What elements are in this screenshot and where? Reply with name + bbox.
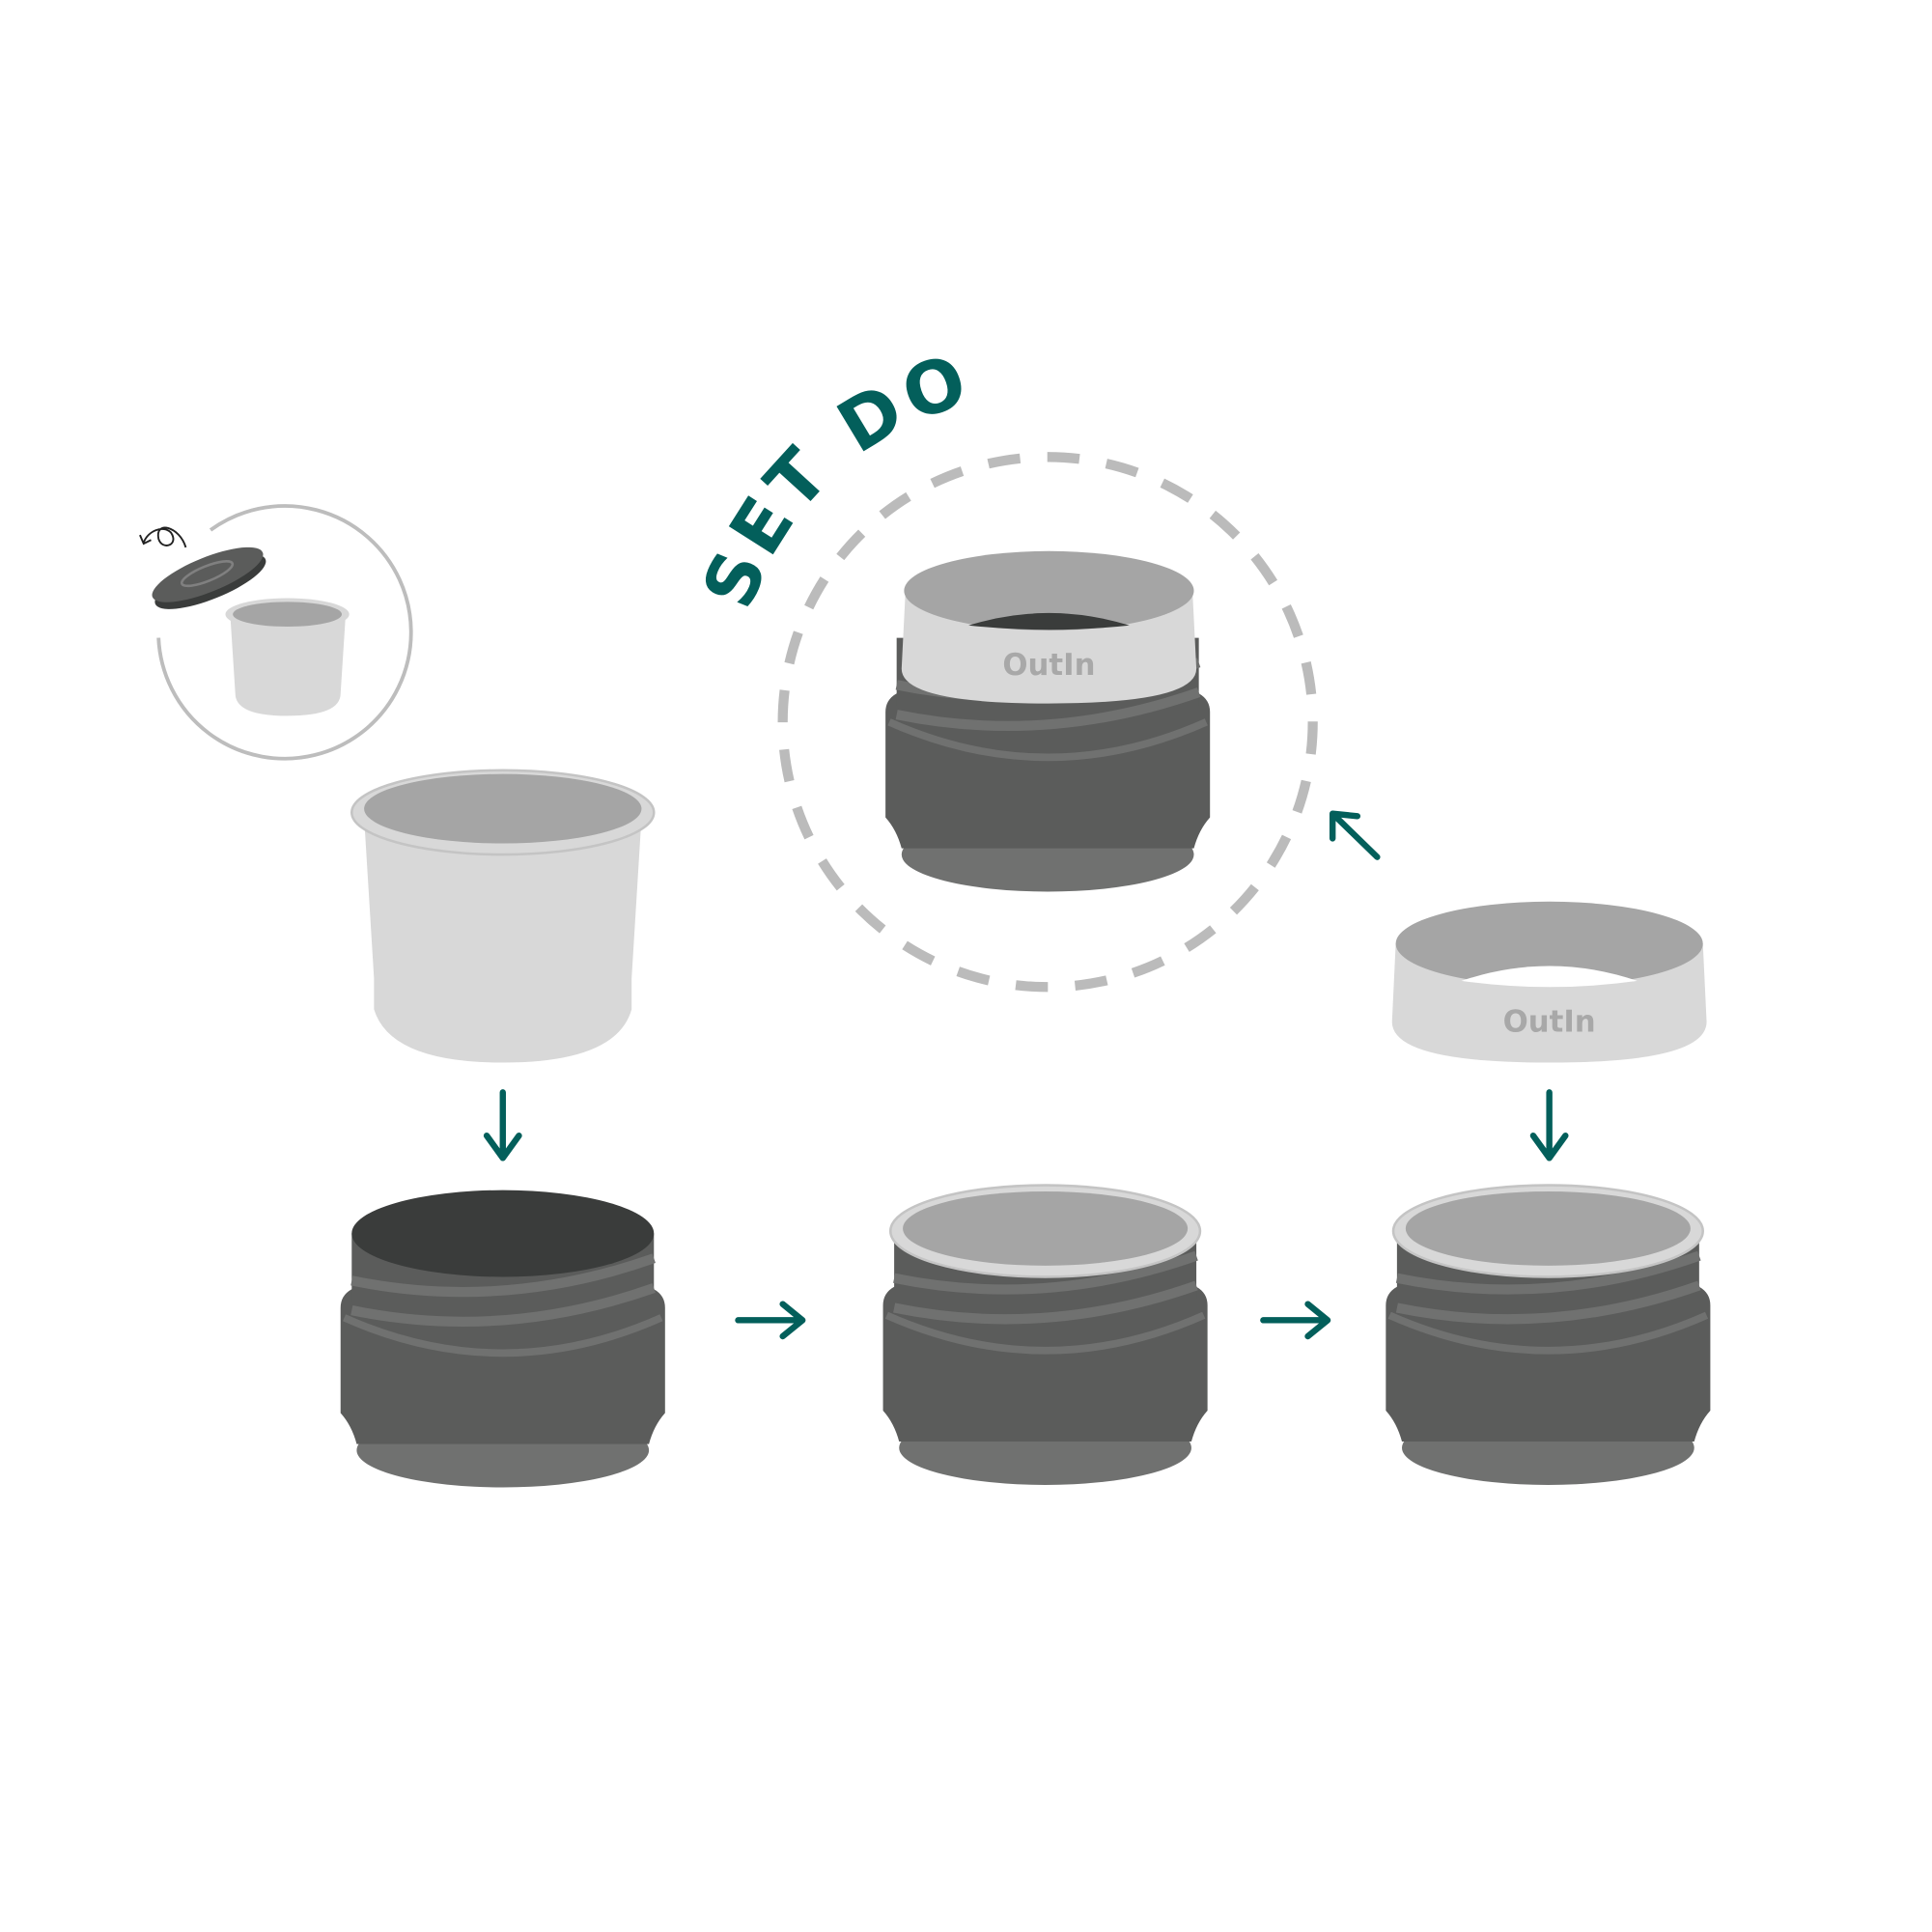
jar: [340, 1190, 665, 1488]
lid-removal-inset: [139, 504, 413, 761]
inset-circle: [156, 504, 413, 761]
arrow-down-icon: [1529, 1089, 1569, 1162]
cup: [350, 769, 656, 1063]
rotate-arrow-icon: [139, 526, 187, 548]
brand-logo: OutIn: [1002, 648, 1095, 683]
brand-logo: OutIn: [1503, 1004, 1596, 1039]
set-done-dashed-circle: [777, 452, 1318, 993]
arrow-right-icon: [1260, 1301, 1331, 1340]
jar-with-cup: [1386, 1184, 1711, 1485]
set-done-title: SET DONE: [0, 0, 982, 619]
outin-ring: OutIn: [1391, 901, 1707, 1063]
assembled-ring: OutIn: [901, 550, 1197, 704]
lid-icon: [152, 546, 266, 609]
small-cup-icon: [225, 598, 350, 716]
jar-with-cup: [882, 1184, 1208, 1485]
arrow-right-icon: [735, 1301, 806, 1340]
arrow-up-left-icon: [1329, 810, 1381, 860]
arrow-down-icon: [483, 1089, 522, 1162]
